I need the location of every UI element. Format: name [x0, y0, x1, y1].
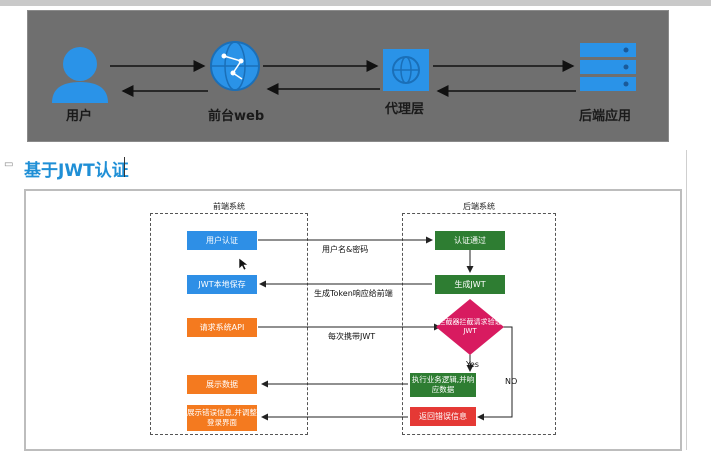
- section-title: 基于JWT认证: [24, 161, 129, 181]
- edge-no: [477, 326, 513, 421]
- label-token-response: 生成Token响应给前端: [314, 289, 393, 298]
- proxy-icon: [383, 49, 429, 91]
- mouse-cursor-icon: [238, 257, 248, 271]
- top-strip: [0, 0, 711, 6]
- backend-label: 后端应用: [579, 109, 632, 124]
- text-caret: [124, 157, 125, 177]
- frontend-label: 前台web: [208, 109, 265, 124]
- backend-system-box: [402, 213, 556, 435]
- flow-connectors: [258, 236, 513, 421]
- globe-icon: [210, 41, 260, 91]
- frontend-system-title: 前端系统: [213, 202, 245, 211]
- node-gen-jwt: 生成JWT: [435, 275, 505, 294]
- page-edge-line: [686, 150, 687, 450]
- intercept-diamond: [436, 299, 504, 355]
- label-yes: Yes: [466, 360, 479, 369]
- heading-bullet-icon: ▭: [4, 159, 14, 170]
- label-carry-jwt: 每次携带JWT: [328, 332, 376, 341]
- node-auth-pass: 认证通过: [435, 231, 505, 250]
- node-request-api: 请求系统API: [187, 318, 257, 337]
- jwt-flow-diagram: 前端系统 后端系统 用户认证 JWT本地保存 请求系统API 展示数据 展示错误…: [24, 189, 682, 451]
- node-intercept: 拦截器拦截请求验证JWT: [438, 318, 502, 335]
- node-show-data: 展示数据: [187, 375, 257, 394]
- server-icon: [580, 43, 636, 91]
- architecture-drawing: [52, 41, 636, 103]
- label-username-password: 用户名&密码: [322, 245, 369, 254]
- frontend-system-box: [150, 213, 308, 435]
- node-return-error: 返回错误信息: [410, 407, 476, 426]
- node-jwt-save: JWT本地保存: [187, 275, 257, 294]
- architecture-banner: 用户 前台web 代理层 后端应用: [27, 10, 669, 142]
- proxy-label: 代理层: [385, 102, 425, 117]
- label-no: NO: [505, 377, 518, 386]
- user-label: 用户: [66, 109, 93, 124]
- user-icon: [52, 47, 108, 103]
- backend-system-title: 后端系统: [463, 202, 495, 211]
- node-user-auth: 用户认证: [187, 231, 257, 250]
- node-exec-logic: 执行业务逻辑,并响应数据: [410, 373, 476, 397]
- node-show-error: 展示错误信息,并调整登录界面: [187, 405, 257, 431]
